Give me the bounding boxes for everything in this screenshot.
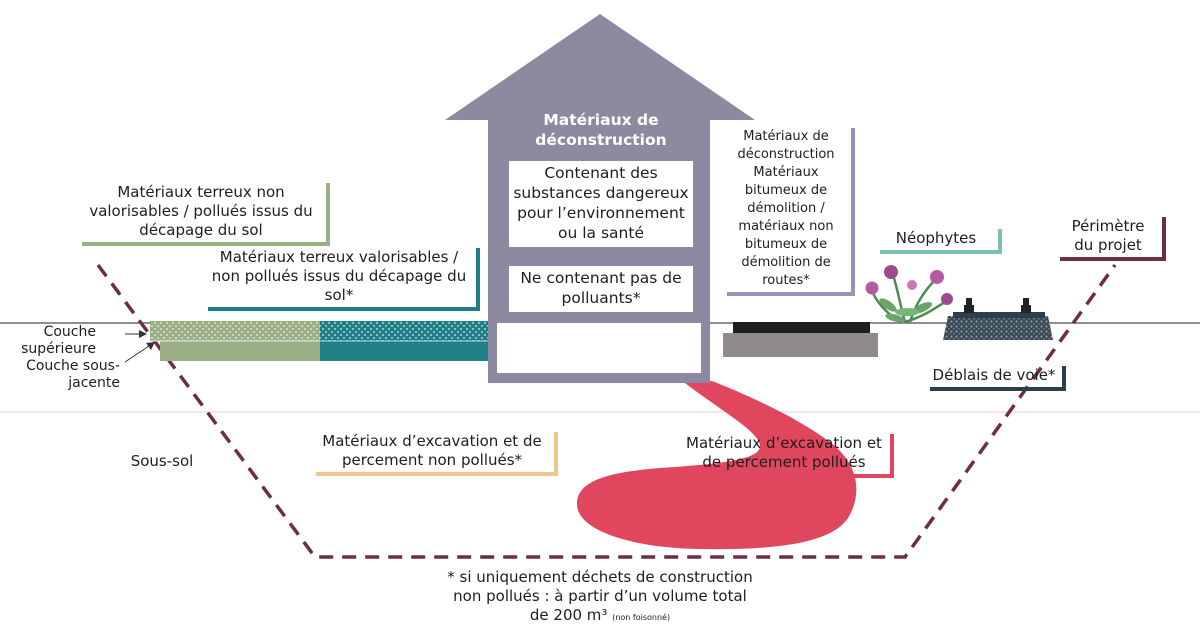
box-dangerous-substances: Contenant des substances dangereux pour … [509, 161, 693, 247]
label-neophytes: Néophytes [880, 229, 1002, 254]
label-perimetre: Périmètre du projet [1060, 217, 1166, 261]
label-deblais-de-voie: Déblais de voie* [930, 366, 1066, 391]
lower-layer-recoverable [320, 341, 488, 361]
upper-layer-dots [150, 321, 320, 341]
railway-ballast [943, 316, 1053, 340]
label-sous-sol: Sous-sol [130, 452, 194, 470]
house-title: Matériaux de déconstruction [535, 111, 667, 149]
neophyte-plant-drawing [865, 265, 953, 324]
road-base-layer [723, 333, 878, 357]
footnote-line-1: * si uniquement déchets de construction [447, 568, 753, 586]
label-couche-sous-jacente: Couche sous-jacente [26, 358, 120, 391]
road-bitumen-layer [733, 322, 870, 333]
label-terreux-non-valorisables: Matériaux terreux non valorisables / pol… [82, 183, 330, 246]
lower-layer-non-recoverable [160, 341, 320, 361]
arrowhead-lower-layer [146, 342, 155, 350]
footnote-line-3: de 200 m³ (non foisonné) [400, 606, 800, 627]
polluted-excavation-shape [576, 381, 857, 550]
label-bitumeux: Matériaux de déconstruction Matériaux bi… [727, 128, 855, 296]
arrowhead-upper-layer [139, 330, 147, 338]
footnote-volume: de 200 m³ [529, 606, 608, 624]
railway-sleeper [953, 312, 1045, 318]
label-excavation-pollues: Matériaux d’excavation et de percement p… [684, 434, 894, 478]
box-no-pollutants: Ne contenant pas de polluants* [509, 266, 693, 312]
arrow-lower-layer [124, 343, 153, 363]
railway-rails [964, 298, 1031, 313]
footnote-line-2: non pollués : à partir d’un volume total [453, 587, 747, 605]
label-terreux-valorisables: Matériaux terreux valorisables / non pol… [208, 248, 480, 311]
footnote-non-foisonne: (non foisonné) [612, 613, 671, 622]
label-excavation-non-pollues: Matériaux d’excavation et de percement n… [316, 432, 558, 476]
project-perimeter-line [96, 263, 1117, 559]
label-couche-superieure: Couche supérieure [21, 324, 96, 357]
footnote: * si uniquement déchets de construction … [400, 568, 800, 627]
upper-layer-dots-teal [320, 321, 488, 341]
house-foundation-box [497, 323, 701, 373]
